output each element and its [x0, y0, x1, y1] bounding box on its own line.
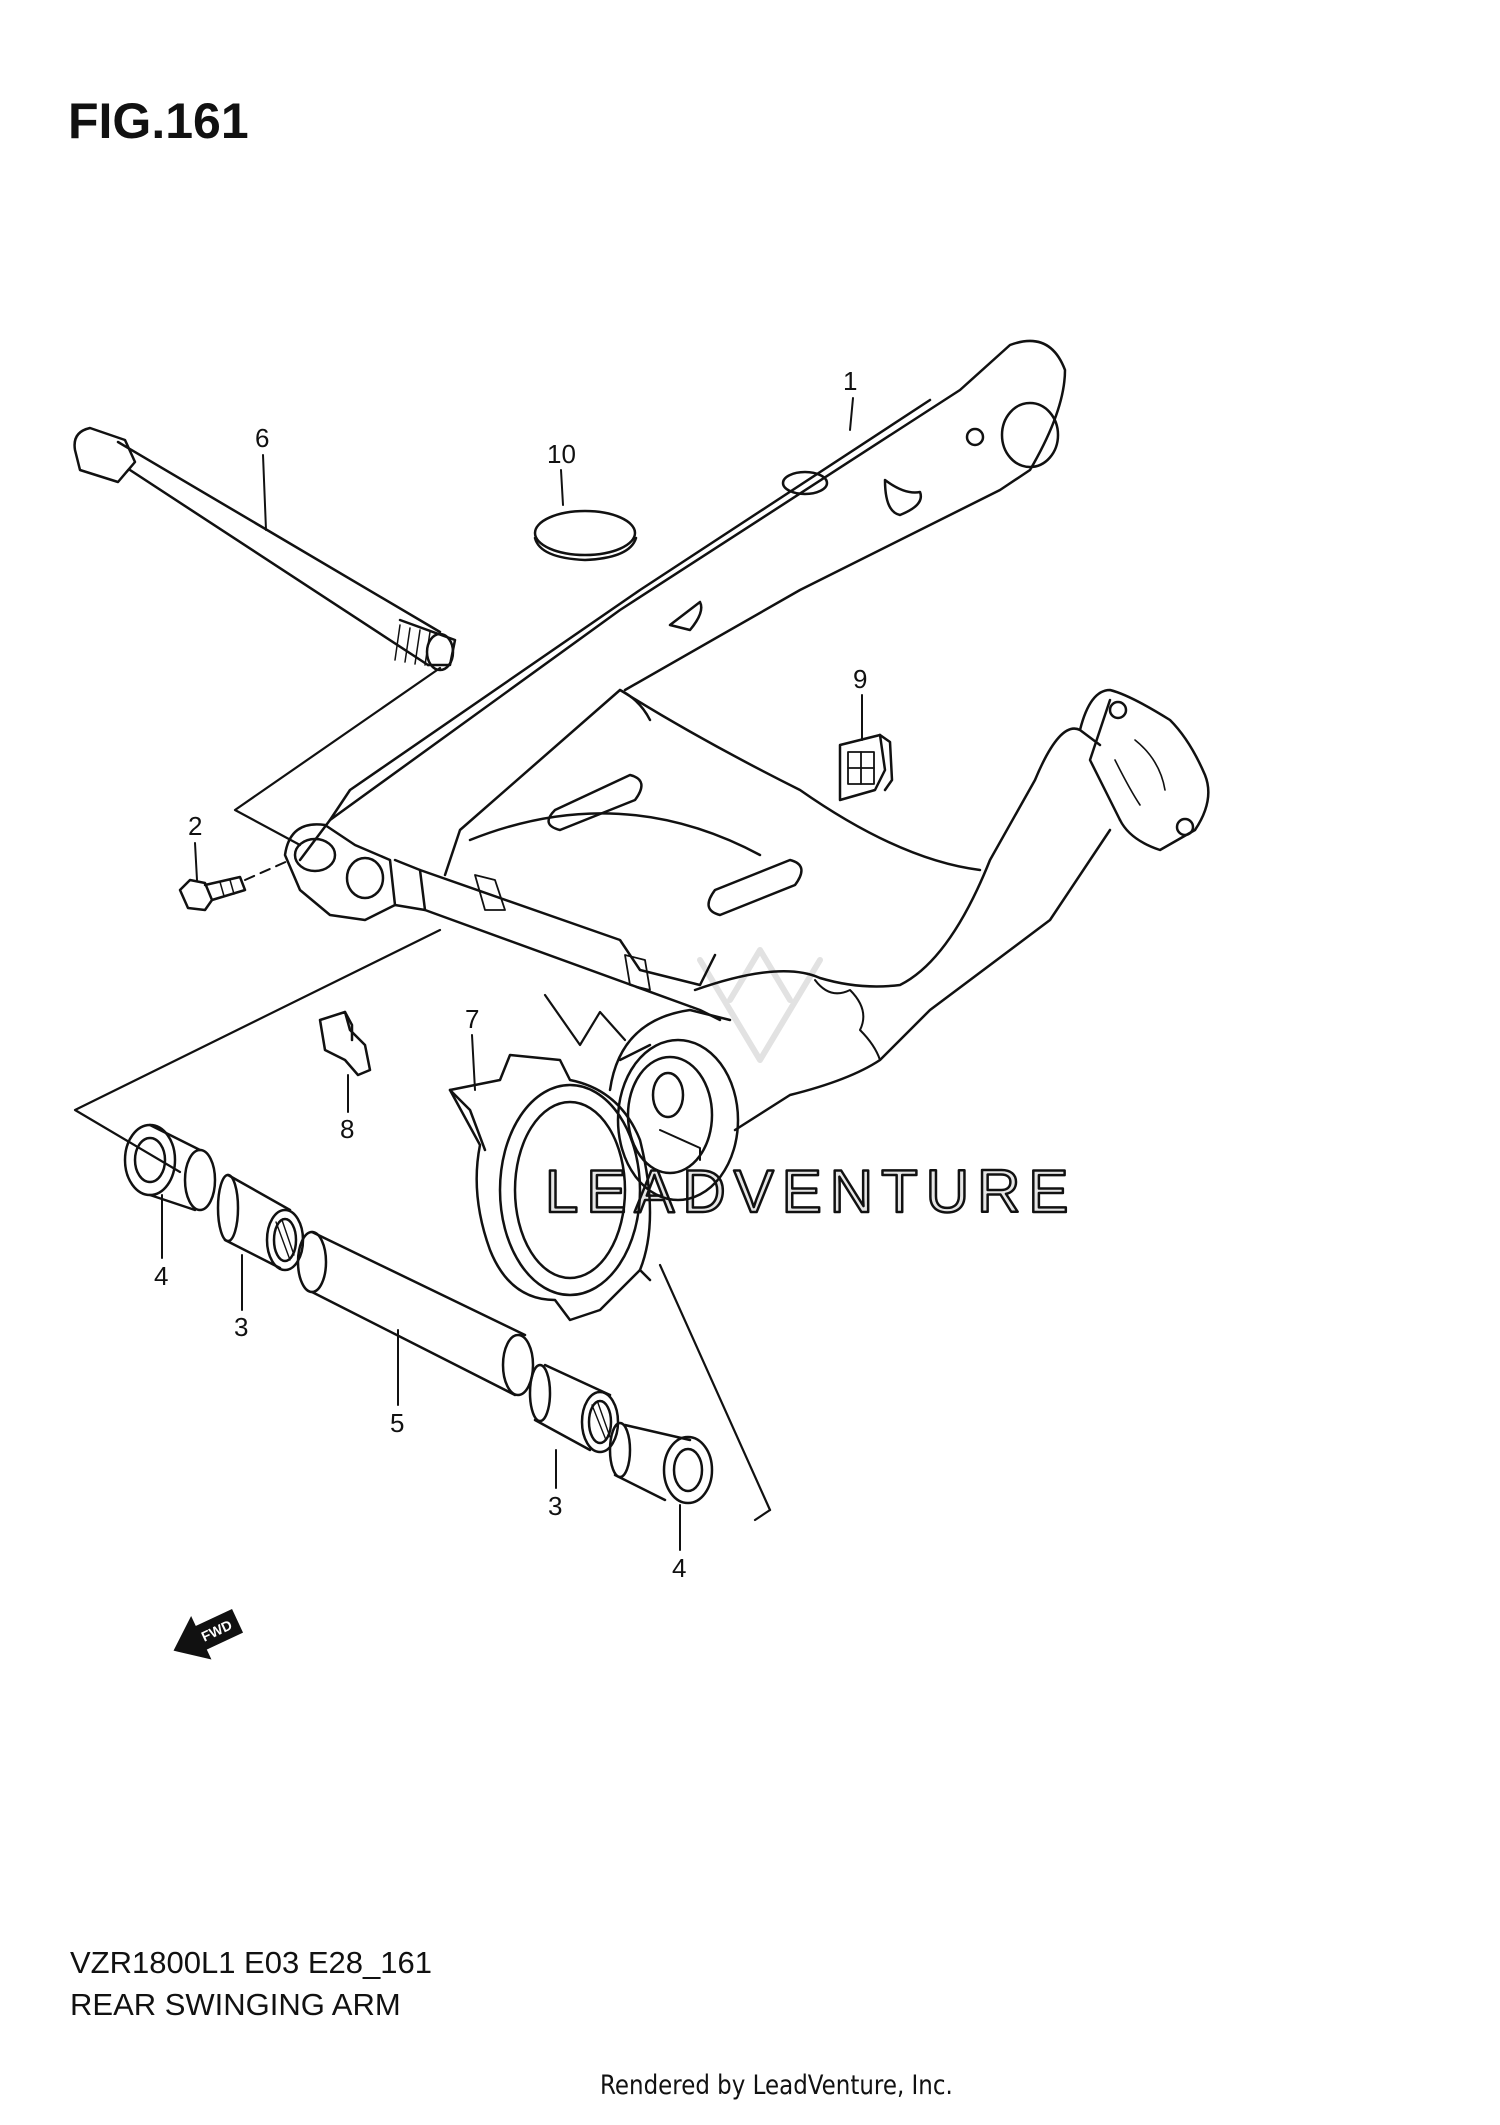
assembly-outline [73, 666, 772, 1522]
part-name: REAR SWINGING ARM [70, 1987, 401, 2022]
callout-4-right: 4 [672, 1553, 686, 1583]
dust-cover-part[interactable] [448, 1053, 652, 1322]
pivot-shaft-part[interactable] [73, 426, 457, 672]
bushing-right-part[interactable] [608, 1421, 714, 1505]
callout-2: 2 [188, 811, 202, 841]
fwd-arrow-icon: FWD [173, 1609, 244, 1660]
callout-6: 6 [255, 423, 269, 453]
bushing-left-part[interactable] [123, 1123, 217, 1212]
cap-part[interactable] [533, 509, 638, 562]
callout-3-left: 3 [234, 1312, 248, 1342]
bolt-part[interactable] [178, 875, 247, 912]
callout-4-left: 4 [154, 1261, 168, 1291]
callout-3-right: 3 [548, 1491, 562, 1521]
bearing-left-part[interactable] [216, 1173, 305, 1272]
watermark-logo-icon [697, 947, 823, 1063]
callout-8: 8 [340, 1114, 354, 1144]
leader-lines [161, 397, 863, 1551]
model-code: VZR1800L1 E03 E28_161 [70, 1945, 432, 1980]
callout-5: 5 [390, 1408, 404, 1438]
callout-10: 10 [547, 439, 576, 469]
callout-9: 9 [853, 664, 867, 694]
callout-1: 1 [843, 366, 857, 396]
swing-arm-part[interactable] [283, 339, 1210, 1202]
figure-title: FIG.161 [68, 93, 249, 149]
clip-part[interactable] [318, 1010, 372, 1077]
bearing-right-part[interactable] [528, 1363, 620, 1454]
label-part[interactable] [838, 733, 894, 802]
spacer-part[interactable] [296, 1230, 535, 1397]
callout-7: 7 [465, 1004, 479, 1034]
rendered-by-credit: Rendered by LeadVenture, Inc. [600, 2070, 953, 2101]
